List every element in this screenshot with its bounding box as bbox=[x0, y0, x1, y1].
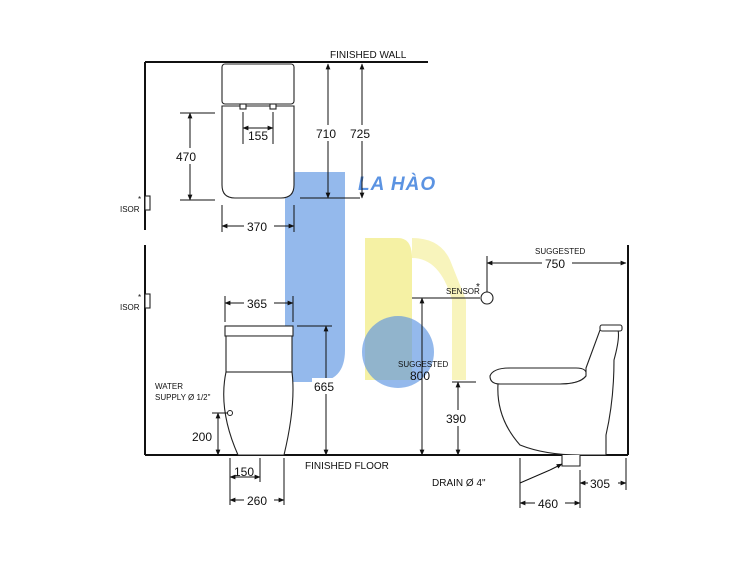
water-supply-point bbox=[227, 410, 233, 416]
water-supply-line2: SUPPLY Ø 1/2" bbox=[155, 393, 211, 402]
dim-460: 460 bbox=[538, 497, 558, 511]
water-supply-line1: WATER bbox=[155, 382, 183, 391]
dim-750: 750 bbox=[545, 257, 565, 271]
top-view: 155 470 370 710 725 bbox=[172, 63, 378, 234]
sensor-asterisk-right: * bbox=[476, 282, 480, 293]
watermark-text: LA HÀO bbox=[358, 173, 436, 195]
dim-150: 150 bbox=[234, 465, 254, 479]
finished-wall-label: FINISHED WALL bbox=[330, 50, 407, 61]
sensor-label-mid: ISOR bbox=[120, 303, 140, 312]
drain-outlet bbox=[561, 455, 581, 467]
dim-155: 155 bbox=[248, 129, 268, 143]
sensor-label-top: ISOR bbox=[120, 205, 140, 214]
front-view: 365 665 200 WATER SUPPLY Ø 1/2" 150 260 bbox=[155, 296, 342, 508]
dim-725: 725 bbox=[350, 127, 370, 141]
watermark: LA HÀO bbox=[285, 172, 466, 388]
text-labels: FINISHED WALL FINISHED FLOOR ISOR * ISOR… bbox=[120, 50, 480, 472]
hinge-left bbox=[239, 103, 247, 110]
sensor-box-mid bbox=[144, 293, 151, 309]
side-view: SUGGESTED 750 SUGGESTED 800 390 DRAIN Ø … bbox=[398, 247, 627, 511]
sensor-box-top bbox=[144, 195, 151, 211]
tank-top-view bbox=[221, 63, 295, 105]
drain-label: DRAIN Ø 4" bbox=[432, 478, 486, 489]
front-toilet-body bbox=[223, 335, 294, 456]
dim-710: 710 bbox=[316, 127, 336, 141]
seat-top-view bbox=[221, 105, 295, 199]
dim-305: 305 bbox=[590, 477, 610, 491]
side-seat bbox=[489, 367, 587, 385]
watermark-blue-bar bbox=[285, 172, 345, 382]
sensor-asterisk-mid: * bbox=[138, 293, 141, 302]
dim-800: 800 bbox=[410, 369, 430, 383]
watermark-yellow-arc bbox=[412, 238, 466, 380]
dim-470: 470 bbox=[176, 150, 196, 164]
dim-200: 200 bbox=[192, 430, 212, 444]
hinge-right bbox=[269, 103, 277, 110]
dim-390: 390 bbox=[446, 412, 466, 426]
side-tank-lid bbox=[599, 324, 623, 332]
side-toilet-body bbox=[497, 329, 620, 456]
dim-260: 260 bbox=[247, 494, 267, 508]
suggested-top-label: SUGGESTED bbox=[535, 247, 585, 256]
dim-365: 365 bbox=[247, 297, 267, 311]
dim-665: 665 bbox=[314, 380, 334, 394]
finished-floor-label: FINISHED FLOOR bbox=[305, 461, 389, 472]
dim-370: 370 bbox=[247, 220, 267, 234]
watermark-blue-circle bbox=[362, 316, 434, 388]
sensor-label-right: SENSOR bbox=[446, 287, 480, 296]
sensor-asterisk-top: * bbox=[138, 195, 141, 204]
front-tank-lid bbox=[224, 325, 294, 337]
wall-lines bbox=[144, 61, 629, 456]
suggested-mid-label: SUGGESTED bbox=[398, 360, 448, 369]
sensor-circle bbox=[480, 291, 494, 305]
